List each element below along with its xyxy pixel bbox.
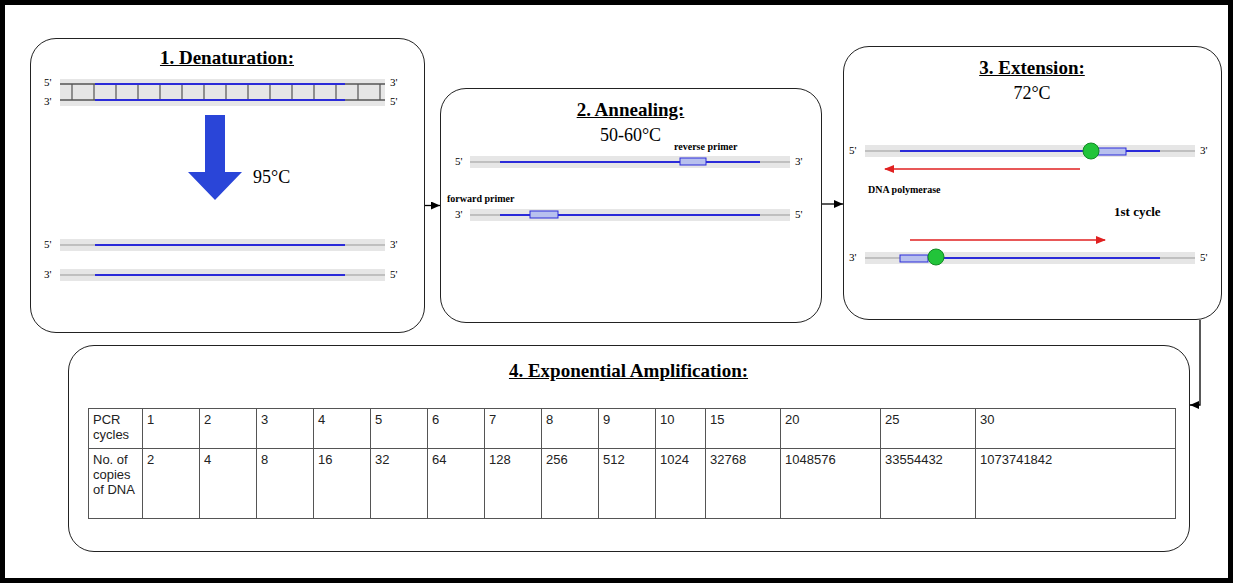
stage-box: 3. Extension: 72°C [843, 46, 1222, 320]
annealing-strands [470, 156, 790, 221]
cycle-label: 1st cycle [1114, 205, 1161, 218]
strand-end: 5' [849, 144, 856, 157]
stage-heading: 2. Annealing: [577, 99, 685, 121]
extension-arrow [910, 239, 1105, 241]
temperature: 72°C [1013, 83, 1050, 104]
strand-end: 3' [455, 208, 462, 221]
table-cell: 25 [880, 408, 976, 449]
strand-band [470, 156, 790, 168]
strand-end: 3' [849, 251, 856, 264]
strand-end: 5' [44, 238, 51, 251]
primer-label: reverse primer [674, 140, 737, 153]
enzyme-label: DNA polymerase [868, 183, 941, 196]
target-region [95, 244, 345, 246]
primer [900, 255, 928, 262]
target-region [500, 161, 760, 163]
table-cell: 6 [427, 408, 485, 449]
table-cell: 9 [598, 408, 656, 449]
flow-arrow [822, 203, 843, 204]
stage-heading: 3. Extension: [979, 57, 1085, 79]
strand-end: 3' [795, 155, 802, 168]
table-cell: 10 [655, 408, 706, 449]
strand-line [60, 245, 385, 246]
table-cell: 1048576 [780, 448, 881, 519]
table-cell: 1 [142, 408, 200, 449]
strand-end: 5' [44, 76, 51, 89]
table-cell: 2 [142, 448, 200, 519]
strand-band [60, 79, 385, 106]
table-cell: 32768 [705, 448, 781, 519]
strand-band [60, 239, 385, 251]
strand-end: 3' [44, 95, 51, 108]
strand-end: 3' [1200, 144, 1207, 157]
table-cell: 30 [975, 408, 1176, 449]
table-cell: 128 [484, 448, 542, 519]
primer [1098, 148, 1126, 155]
strand-end: 5' [390, 268, 397, 281]
table-cell: 3 [256, 408, 314, 449]
stage-box: 1. Denaturation: 95°C [30, 38, 425, 333]
single-strands [60, 239, 385, 281]
strand-band [60, 269, 385, 281]
strand-line [470, 162, 790, 163]
strand-band [470, 209, 790, 221]
strand-line [60, 83, 385, 85]
table-cell: 8 [541, 408, 599, 449]
table-cell: 512 [598, 448, 656, 519]
strand-end: 3' [44, 268, 51, 281]
table-cell: 33554432 [880, 448, 976, 519]
strand-end: 5' [390, 95, 397, 108]
table-cell: 4 [199, 448, 257, 519]
strand-end: 3' [390, 76, 397, 89]
table-cell: 4 [313, 408, 371, 449]
double-helix [60, 79, 385, 106]
target-region [95, 83, 345, 85]
table-cell: 7 [484, 408, 542, 449]
stage-box: 2. Annealing: 50-60°C [440, 88, 822, 323]
strand-line [470, 215, 790, 216]
table-cell: 8 [256, 448, 314, 519]
denature-arrow [188, 115, 242, 200]
temperature: 95°C [253, 167, 290, 188]
strand-line [865, 151, 1195, 152]
primer [530, 211, 558, 218]
polymerase [928, 249, 944, 265]
strand-end: 5' [455, 155, 462, 168]
strand-band [865, 252, 1195, 264]
table-cell: 5 [370, 408, 428, 449]
base-pair-rungs [72, 84, 380, 100]
table-cell: 32 [370, 448, 428, 519]
table-cell: 16 [313, 448, 371, 519]
extension-arrow [885, 168, 1080, 170]
stage-heading: 4. Exponential Amplification: [509, 360, 748, 382]
strand-band [865, 145, 1195, 157]
target-region [95, 274, 345, 276]
strand-line [60, 99, 385, 101]
table-header-cell: No. of copies of DNA [88, 448, 143, 519]
polymerase [1083, 143, 1099, 159]
temperature: 50-60°C [600, 125, 661, 146]
table-cell: 20 [780, 408, 881, 449]
table-cell: 64 [427, 448, 485, 519]
extension-strands [865, 143, 1195, 265]
strand-end: 5' [1200, 251, 1207, 264]
flow-arrow [425, 205, 440, 206]
strand-end: 3' [390, 238, 397, 251]
table-cell: 1073741842 [975, 448, 1176, 519]
table-cell: 15 [705, 408, 781, 449]
target-region [95, 99, 345, 101]
table-header-cell: PCR cycles [88, 408, 143, 449]
strand-line [60, 275, 385, 276]
table-cell: 1024 [655, 448, 706, 519]
table-cell: 2 [199, 408, 257, 449]
table-cell: 256 [541, 448, 599, 519]
stage-heading: 1. Denaturation: [160, 47, 294, 69]
primer-label: forward primer [447, 192, 514, 205]
primer [680, 158, 706, 165]
strand-end: 5' [795, 208, 802, 221]
flow-arrow [1190, 320, 1200, 405]
